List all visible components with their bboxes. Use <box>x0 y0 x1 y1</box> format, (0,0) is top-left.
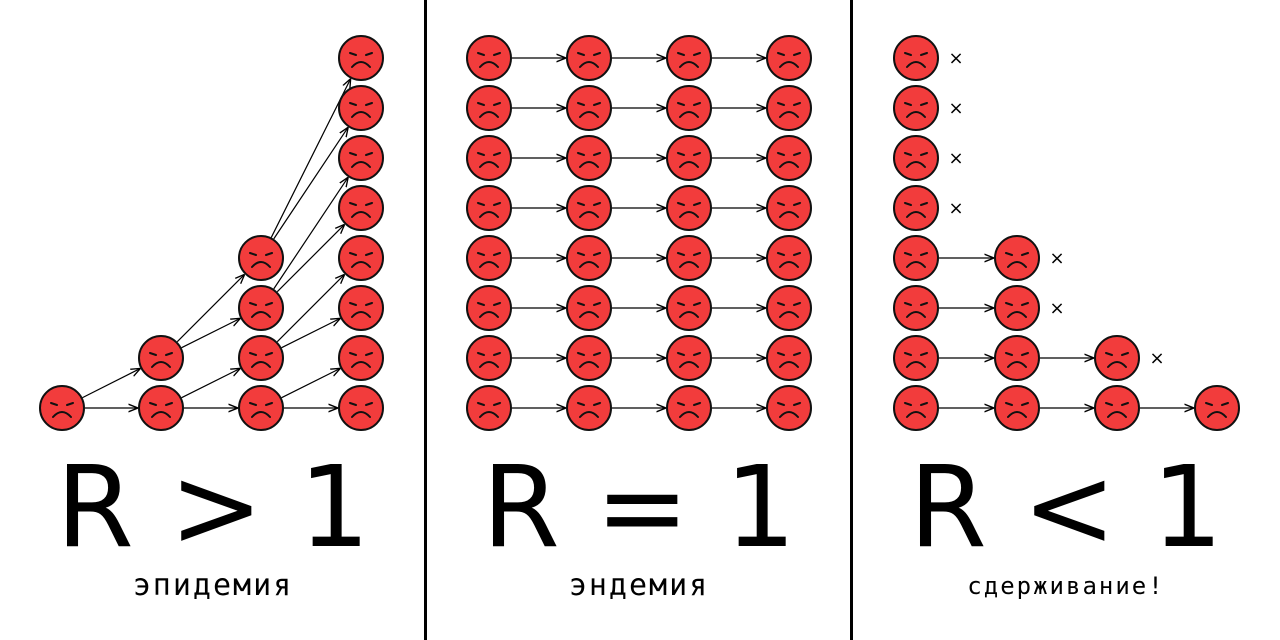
sad-face-icon <box>566 35 612 81</box>
sad-face-icon <box>338 285 384 331</box>
sad-face-icon <box>566 335 612 381</box>
formula-r-equals-one: R = 1 <box>481 443 797 573</box>
sad-face-icon <box>338 235 384 281</box>
sad-face-icon <box>893 135 939 181</box>
sad-face-icon <box>766 85 812 131</box>
transmission-arrow <box>181 369 240 399</box>
formula-r-less-than-one: R < 1 <box>908 443 1224 573</box>
sad-face-icon <box>466 235 512 281</box>
transmission-arrow <box>276 225 344 293</box>
sad-face-icon <box>466 35 512 81</box>
sad-face-icon <box>238 285 284 331</box>
sad-face-icon <box>666 235 712 281</box>
sad-face-icon <box>766 35 812 81</box>
chain-end-mark: × <box>1049 298 1064 319</box>
sad-face-icon <box>666 185 712 231</box>
transmission-arrow <box>273 178 348 290</box>
sad-face-icon <box>466 335 512 381</box>
sad-face-icon <box>994 285 1040 331</box>
sad-face-icon <box>893 235 939 281</box>
panel-containment: R < 1 сдерживание! <box>852 0 1280 640</box>
panel-divider <box>850 0 853 640</box>
sad-face-icon <box>566 385 612 431</box>
sad-face-icon <box>466 85 512 131</box>
sad-face-icon <box>238 385 284 431</box>
sad-face-icon <box>766 185 812 231</box>
chain-end-mark: × <box>1149 348 1164 369</box>
sad-face-icon <box>994 335 1040 381</box>
panel-divider <box>424 0 427 640</box>
sad-face-icon <box>666 85 712 131</box>
sad-face-icon <box>666 285 712 331</box>
sad-face-icon <box>766 335 812 381</box>
sad-face-icon <box>766 235 812 281</box>
sad-face-icon <box>893 335 939 381</box>
panel-epidemic: R > 1 эпидемия <box>0 0 426 640</box>
caption-containment: сдерживание! <box>967 572 1165 600</box>
caption-epidemic: эпидемия <box>132 568 294 603</box>
sad-face-icon <box>566 135 612 181</box>
formula-r-greater-than-one: R > 1 <box>55 443 371 573</box>
chain-end-mark: × <box>948 198 963 219</box>
caption-endemic: эндемия <box>568 568 710 603</box>
transmission-arrow <box>276 275 344 343</box>
transmission-arrow <box>82 369 140 399</box>
sad-face-icon <box>566 85 612 131</box>
sad-face-icon <box>893 85 939 131</box>
sad-face-icon <box>338 385 384 431</box>
sad-face-icon <box>338 185 384 231</box>
sad-face-icon <box>466 285 512 331</box>
transmission-arrow <box>181 319 240 349</box>
transmission-arrow <box>270 79 350 238</box>
sad-face-icon <box>138 385 184 431</box>
transmission-arrow <box>273 128 348 240</box>
sad-face-icon <box>1194 385 1240 431</box>
chain-end-mark: × <box>948 148 963 169</box>
sad-face-icon <box>666 35 712 81</box>
sad-face-icon <box>39 385 85 431</box>
sad-face-icon <box>338 335 384 381</box>
chain-end-mark: × <box>1049 248 1064 269</box>
transmission-arrow <box>281 319 340 349</box>
sad-face-icon <box>766 385 812 431</box>
sad-face-icon <box>893 35 939 81</box>
sad-face-icon <box>566 235 612 281</box>
sad-face-icon <box>566 185 612 231</box>
sad-face-icon <box>893 285 939 331</box>
sad-face-icon <box>338 85 384 131</box>
sad-face-icon <box>893 385 939 431</box>
sad-face-icon <box>238 335 284 381</box>
sad-face-icon <box>994 235 1040 281</box>
sad-face-icon <box>994 385 1040 431</box>
sad-face-icon <box>466 385 512 431</box>
sad-face-icon <box>766 285 812 331</box>
chain-end-mark: × <box>948 98 963 119</box>
sad-face-icon <box>338 35 384 81</box>
transmission-arrow <box>281 369 340 399</box>
sad-face-icon <box>566 285 612 331</box>
transmission-arrow <box>176 275 244 343</box>
sad-face-icon <box>1094 335 1140 381</box>
sad-face-icon <box>466 185 512 231</box>
chain-end-mark: × <box>948 48 963 69</box>
sad-face-icon <box>893 185 939 231</box>
sad-face-icon <box>338 135 384 181</box>
sad-face-icon <box>666 335 712 381</box>
sad-face-icon <box>466 135 512 181</box>
panel-endemic: R = 1 эндемия <box>426 0 852 640</box>
sad-face-icon <box>666 135 712 181</box>
sad-face-icon <box>666 385 712 431</box>
sad-face-icon <box>138 335 184 381</box>
sad-face-icon <box>238 235 284 281</box>
sad-face-icon <box>1094 385 1140 431</box>
sad-face-icon <box>766 135 812 181</box>
